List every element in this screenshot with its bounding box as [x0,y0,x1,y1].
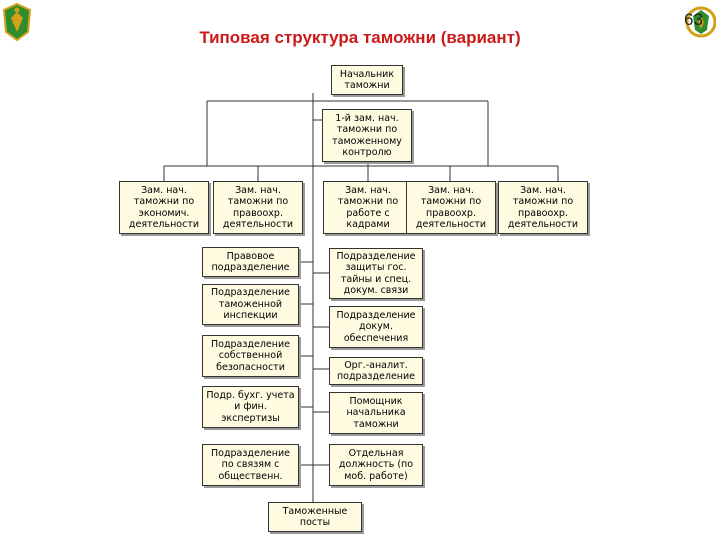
right-unit-box: Орг.-аналит. подразделение [329,357,423,385]
right-unit-box: Отдельная должность (по моб. работе) [329,444,423,486]
customs-emblem-icon [2,2,32,42]
deputy-box: Зам. нач. таможни по правоохр. деятельно… [406,181,496,234]
left-unit-box: Подразделение таможенной инспекции [202,284,299,325]
left-unit-box: Подразделение по связям с общественн. [202,444,299,486]
deputy-box: Зам. нач. таможни по работе с кадрами [323,181,413,234]
page-title: Типовая структура таможни (вариант) [199,28,521,47]
head-box: Начальник таможни [331,65,403,95]
deputy-box: Зам. нач. таможни по правоохр. деятельно… [213,181,303,234]
right-unit-box: Подразделение докум. обеспечения [329,306,423,348]
customs-emblem-icon [686,6,716,38]
left-unit-box: Правовое подразделение [202,247,299,277]
customs-posts-box: Таможенные посты [268,502,362,532]
deputy-box: Зам. нач. таможни по экономич. деятельно… [119,181,209,234]
page-number: 63 [684,10,703,29]
right-unit-box: Помощник начальника таможни [329,392,423,434]
left-unit-box: Подразделение собственной безопасности [202,335,299,377]
right-unit-box: Подразделение защиты гос. тайны и спец. … [329,248,423,299]
first-deputy-box: 1-й зам. нач. таможни по таможенному кон… [322,109,412,162]
deputy-box: Зам. нач. таможни по правоохр. деятельно… [498,181,588,234]
left-unit-box: Подр. бухг. учета и фин. экспертизы [202,386,299,428]
